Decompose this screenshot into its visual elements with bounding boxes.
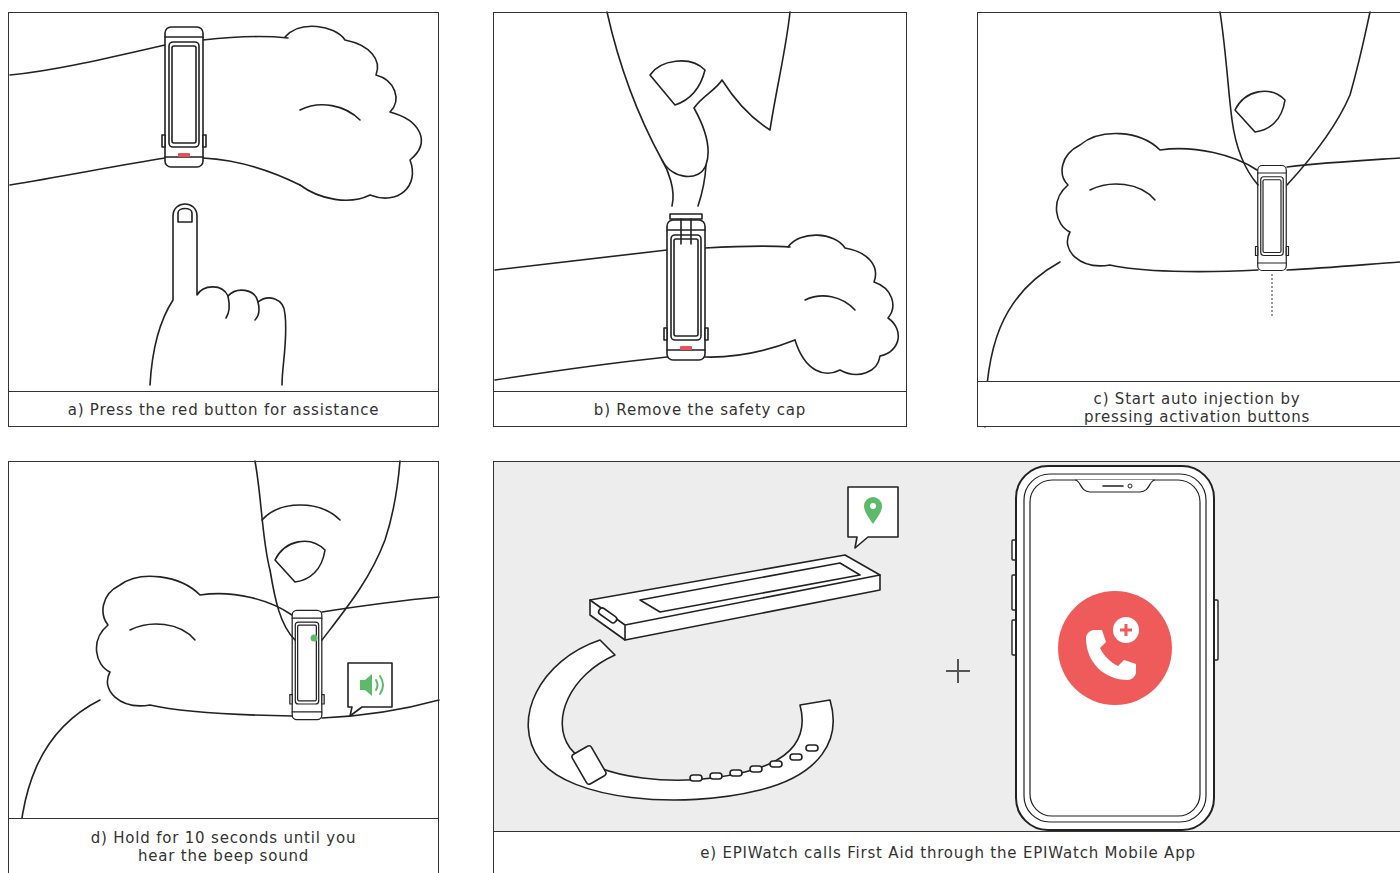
step-caption: c) Start auto injection by pressing acti…	[1057, 390, 1337, 426]
arm-outline	[705, 246, 790, 248]
pressing-hand	[322, 461, 400, 640]
strap-hole	[750, 766, 762, 772]
caption-bar: c) Start auto injection by pressing acti…	[978, 381, 1400, 426]
plus-bubble	[1113, 617, 1139, 643]
phone-camera	[1128, 484, 1132, 488]
strap-hole	[730, 770, 742, 776]
wrist-watch	[290, 610, 324, 719]
needle-path	[1271, 274, 1272, 318]
speaker-icon	[360, 674, 372, 696]
step-panel: c) Start auto injection by pressing acti…	[977, 12, 1400, 427]
step-panel: a) Press the red button for assistance	[8, 12, 439, 427]
cap-prongs	[681, 219, 691, 244]
side-button	[598, 607, 618, 624]
pointing-hand	[150, 204, 286, 385]
pinching-hand	[607, 12, 790, 176]
call-icon	[1058, 591, 1172, 705]
strap-hole	[790, 754, 802, 760]
step-caption: b) Remove the safety cap	[500, 401, 900, 419]
thumb-line	[130, 624, 195, 640]
caption-bar: e) EPIWatch calls First Aid through the …	[494, 831, 1400, 873]
strap-hole	[710, 773, 722, 779]
watch-edge	[590, 575, 880, 640]
red-button	[680, 346, 692, 350]
phone-screen	[1030, 480, 1200, 816]
thumb-line	[300, 105, 360, 120]
fist-outline	[788, 235, 898, 374]
watch-screen	[640, 563, 860, 612]
step-panel: b) Remove the safety cap	[493, 12, 907, 427]
step-panel: d) Hold for 10 seconds until you hear th…	[8, 461, 439, 873]
plus-symbol	[1120, 624, 1132, 636]
finger-nail	[1235, 91, 1285, 132]
arm-outline	[1287, 262, 1400, 270]
strap-hole	[770, 761, 782, 767]
watch-strap	[528, 640, 833, 800]
arm-outline	[322, 597, 439, 612]
strap-hole	[690, 775, 702, 781]
arm-outline	[203, 37, 288, 40]
step-caption: e) EPIWatch calls First Aid through the …	[508, 844, 1388, 862]
pressing-hand	[1220, 12, 1258, 185]
finger-tip	[698, 165, 706, 206]
phone-speaker	[1103, 485, 1123, 487]
knuckle-line	[255, 302, 259, 320]
phone-notch	[1075, 480, 1155, 492]
arm-outline	[10, 158, 165, 185]
wrist-watch	[162, 27, 206, 167]
arm-outline	[705, 340, 795, 357]
caption-bar: d) Hold for 10 seconds until you hear th…	[9, 818, 438, 873]
step-caption: d) Hold for 10 seconds until you hear th…	[88, 829, 360, 865]
fist-outline	[285, 26, 421, 200]
watch-body	[590, 555, 880, 640]
pressing-hand	[255, 461, 295, 640]
arm-outline	[495, 250, 667, 270]
thumb-line	[805, 296, 855, 310]
step-caption: a) Press the red button for assistance	[16, 401, 431, 419]
wrist-watch	[1256, 166, 1289, 271]
sound-callout	[348, 663, 392, 716]
panel-background	[493, 461, 1400, 832]
location-callout	[848, 487, 898, 548]
strap-hole	[806, 745, 818, 751]
pin-hole	[870, 503, 876, 509]
pressing-hand	[1287, 12, 1370, 185]
caption-bar: b) Remove the safety cap	[494, 391, 906, 426]
location-pin	[864, 497, 882, 524]
finger-nail	[178, 209, 192, 223]
caption-bar: a) Press the red button for assistance	[9, 391, 438, 426]
wrist-watch	[664, 220, 708, 360]
arm-outline	[495, 357, 667, 380]
finger-nail	[650, 61, 705, 105]
phone-bezel	[1024, 474, 1206, 822]
fist-outline	[1056, 134, 1258, 272]
arm-outline	[203, 158, 300, 185]
phone-body	[1016, 466, 1214, 830]
strap-buckle	[571, 745, 607, 785]
safety-cap	[670, 214, 702, 219]
knuckle-line	[262, 505, 340, 520]
red-button	[178, 153, 190, 157]
status-light	[311, 635, 318, 642]
knuckle-line	[226, 296, 229, 318]
plus-sign	[946, 659, 970, 683]
thumb-line	[1090, 184, 1155, 200]
step-panel: e) EPIWatch calls First Aid through the …	[493, 461, 1400, 873]
sound-waves	[376, 676, 383, 694]
arm-outline	[10, 45, 165, 75]
fist-outline	[96, 576, 293, 716]
finger-nail	[275, 541, 325, 582]
finger-tip	[662, 160, 673, 206]
